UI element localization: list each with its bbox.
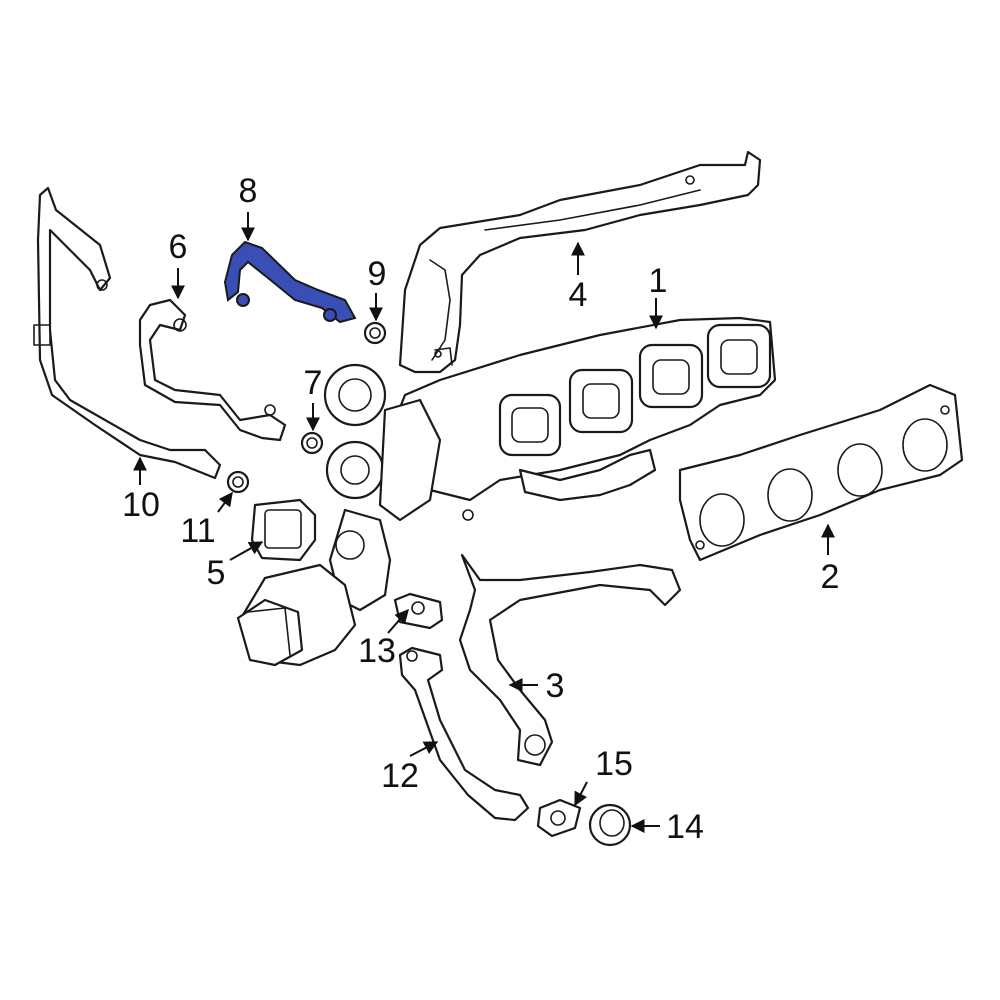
part-13-flange-gasket[interactable]	[393, 592, 444, 630]
part-4-heat-shield[interactable]	[398, 150, 762, 374]
callout-6[interactable]: 6	[169, 228, 188, 266]
intake-duct	[236, 563, 357, 667]
part-2-manifold-gasket[interactable]	[678, 383, 964, 562]
callout-8[interactable]: 8	[239, 172, 258, 210]
callout-labels: 1 2 3 4 5 6 7 8 9 10 11 12 13 14 15	[122, 172, 839, 846]
part-3-support-bracket[interactable]	[458, 553, 682, 767]
callout-5[interactable]: 5	[207, 554, 226, 592]
leader-lines	[133, 212, 835, 833]
part-5-cover[interactable]	[250, 498, 317, 562]
callout-10[interactable]: 10	[122, 486, 160, 524]
callout-13[interactable]: 13	[358, 632, 396, 670]
callout-2[interactable]: 2	[821, 558, 840, 596]
part-14-plug[interactable]	[588, 803, 632, 847]
callout-3[interactable]: 3	[546, 667, 565, 705]
part-10-oil-return-line[interactable]	[33, 186, 222, 480]
part-9-washer[interactable]	[363, 321, 387, 345]
part-7-washer[interactable]	[300, 431, 324, 455]
callout-4[interactable]: 4	[569, 276, 588, 314]
part-6-oil-line[interactable]	[138, 298, 287, 442]
callout-11[interactable]: 11	[180, 512, 215, 550]
callout-1[interactable]: 1	[649, 262, 668, 300]
callout-12[interactable]: 12	[381, 757, 419, 795]
callout-15[interactable]: 15	[595, 745, 633, 783]
part-8-coolant-line-highlighted[interactable]	[223, 240, 357, 324]
part-11-washer[interactable]	[226, 470, 250, 494]
part-12-drain-pipe[interactable]	[398, 646, 530, 822]
callout-9[interactable]: 9	[368, 255, 387, 293]
part-1-turbocharger-manifold[interactable]	[323, 316, 777, 612]
part-15-gasket[interactable]	[536, 798, 582, 838]
callout-7[interactable]: 7	[304, 364, 323, 402]
callout-14[interactable]: 14	[666, 808, 704, 846]
